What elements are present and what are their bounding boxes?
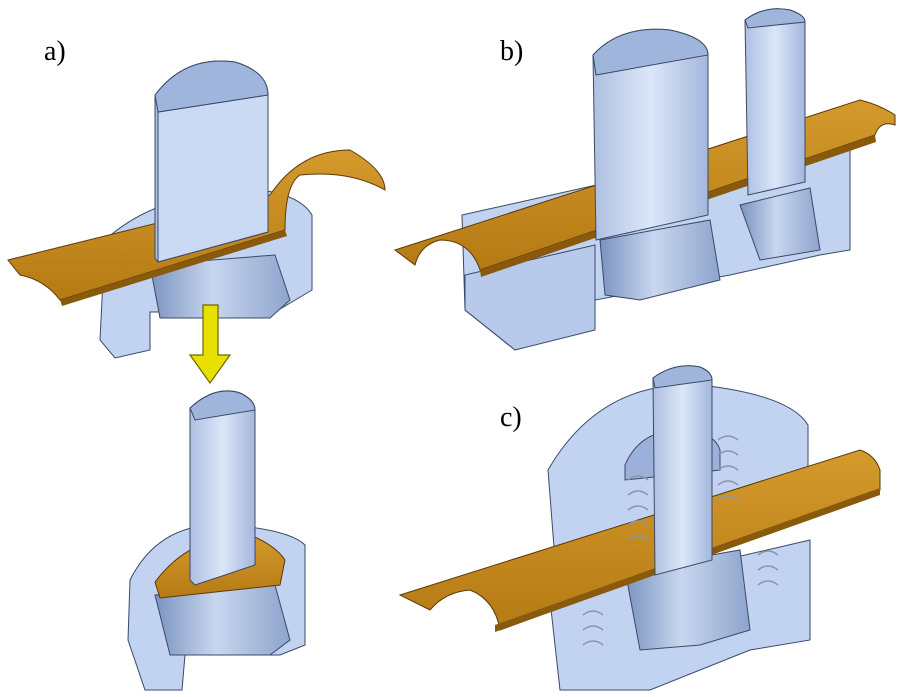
punch-b2 <box>744 8 806 196</box>
panel-c-spring-loaded-die <box>398 365 881 691</box>
spring-upper-right <box>717 435 739 501</box>
down-arrow-icon <box>188 304 232 385</box>
punch-a2 <box>189 390 256 586</box>
spring-lower-left <box>582 610 604 646</box>
panel-label-b: b) <box>500 36 523 67</box>
sheet-strip-c <box>398 449 881 631</box>
punch-top-b2 <box>744 8 806 29</box>
punch-top-a <box>154 60 269 113</box>
panel-label-c: c) <box>500 402 522 433</box>
punch-top-c <box>652 365 713 389</box>
sheet-strip-edge-a <box>60 230 287 306</box>
punch-face-a <box>157 94 269 263</box>
spring-upper-left <box>627 475 649 541</box>
panel-b-progressive-die <box>393 8 896 351</box>
punch-c <box>652 365 713 576</box>
spring-lower-right <box>757 550 779 586</box>
panel-a-assembled-die <box>7 60 386 359</box>
die-bore-a <box>149 254 291 319</box>
die-bore-b1 <box>599 219 721 301</box>
punch-top-a2 <box>189 390 256 421</box>
panel-label-a: a) <box>44 36 66 67</box>
die-bore-b2 <box>739 187 821 261</box>
punch-top-b1 <box>592 28 709 76</box>
panel-a-separated-die <box>127 390 306 691</box>
